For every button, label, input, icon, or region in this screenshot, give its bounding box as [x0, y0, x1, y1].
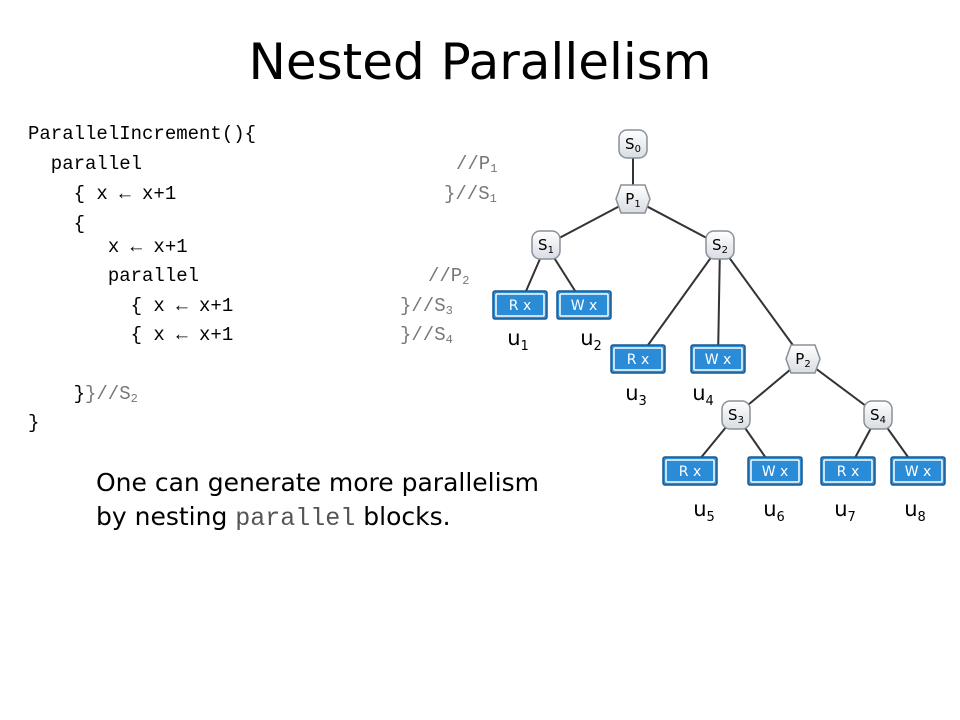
leaf-op-l6: W x [747, 456, 803, 486]
code-line: { x ← x+1 [28, 183, 177, 205]
leaf-op-l3: R x [610, 344, 666, 374]
leaf-op-label: R x [627, 352, 649, 368]
leaf-op-l4: W x [690, 344, 746, 374]
leaf-op-l7: R x [820, 456, 876, 486]
caption: One can generate more parallelism by nes… [96, 466, 539, 536]
leaf-op-label: R x [679, 464, 701, 480]
leaf-u-label: u8 [904, 497, 926, 525]
caption-code: parallel [235, 504, 356, 533]
leaf-u-label: u4 [692, 381, 714, 409]
caption-line-2: by nesting parallel blocks. [96, 502, 451, 533]
tree-node-label: S0 [625, 135, 641, 155]
comment-s2: }//S2 [85, 383, 138, 406]
tree-node-s4: S4 [863, 400, 893, 430]
code-line: { x ← x+1 [28, 324, 234, 346]
leaf-u-label: u6 [763, 497, 785, 525]
tree-node-label: S1 [538, 236, 554, 256]
tree-node-label: P1 [625, 190, 640, 210]
tree-node-label: S4 [870, 406, 886, 426]
tree-node-p2: P2 [785, 344, 821, 374]
tree-node-label: S2 [712, 236, 728, 256]
code-line: parallel [28, 265, 200, 287]
code-line: x ← x+1 [28, 236, 188, 258]
tree-edge-s2-l4 [717, 244, 721, 360]
leaf-op-l2: W x [556, 290, 612, 320]
slide-title: Nested Parallelism [248, 33, 712, 91]
tree-node-s3: S3 [721, 400, 751, 430]
tree-node-label: P2 [795, 350, 810, 370]
code-line: ParallelIncrement(){ [28, 123, 257, 145]
leaf-op-label: W x [571, 298, 598, 314]
leaf-u-label: u5 [693, 497, 715, 525]
leaf-op-label: W x [705, 352, 732, 368]
tree-edge-s2-l3 [637, 244, 721, 360]
comment-s1: }//S1 [444, 183, 497, 206]
code-line: parallel [28, 153, 143, 175]
tree-node-s0: S0 [618, 129, 648, 159]
comment-p2: //P2 [428, 265, 470, 288]
tree-node-s2: S2 [705, 230, 735, 260]
leaf-u-label: u7 [834, 497, 856, 525]
leaf-u-label: u3 [625, 381, 647, 409]
code-line: { x ← x+1 [28, 295, 234, 317]
leaf-op-label: W x [905, 464, 932, 480]
code-line: } [28, 412, 40, 434]
comment-s4: }//S4 [400, 324, 453, 347]
code-line: { [28, 213, 86, 235]
leaf-u-label: u1 [507, 326, 529, 354]
code-line: } [28, 383, 86, 405]
comment-s3: }//S3 [400, 295, 453, 318]
leaf-op-l1: R x [492, 290, 548, 320]
tree-edge-s2-p2 [719, 244, 804, 360]
caption-line-1: One can generate more parallelism [96, 468, 539, 497]
leaf-op-label: W x [762, 464, 789, 480]
tree-node-label: S3 [728, 406, 744, 426]
tree-node-p1: P1 [615, 184, 651, 214]
leaf-op-l5: R x [662, 456, 718, 486]
leaf-u-label: u2 [580, 326, 602, 354]
comment-p1: //P1 [456, 153, 498, 176]
leaf-op-label: R x [509, 298, 531, 314]
leaf-op-label: R x [837, 464, 859, 480]
leaf-op-l8: W x [890, 456, 946, 486]
tree-node-s1: S1 [531, 230, 561, 260]
